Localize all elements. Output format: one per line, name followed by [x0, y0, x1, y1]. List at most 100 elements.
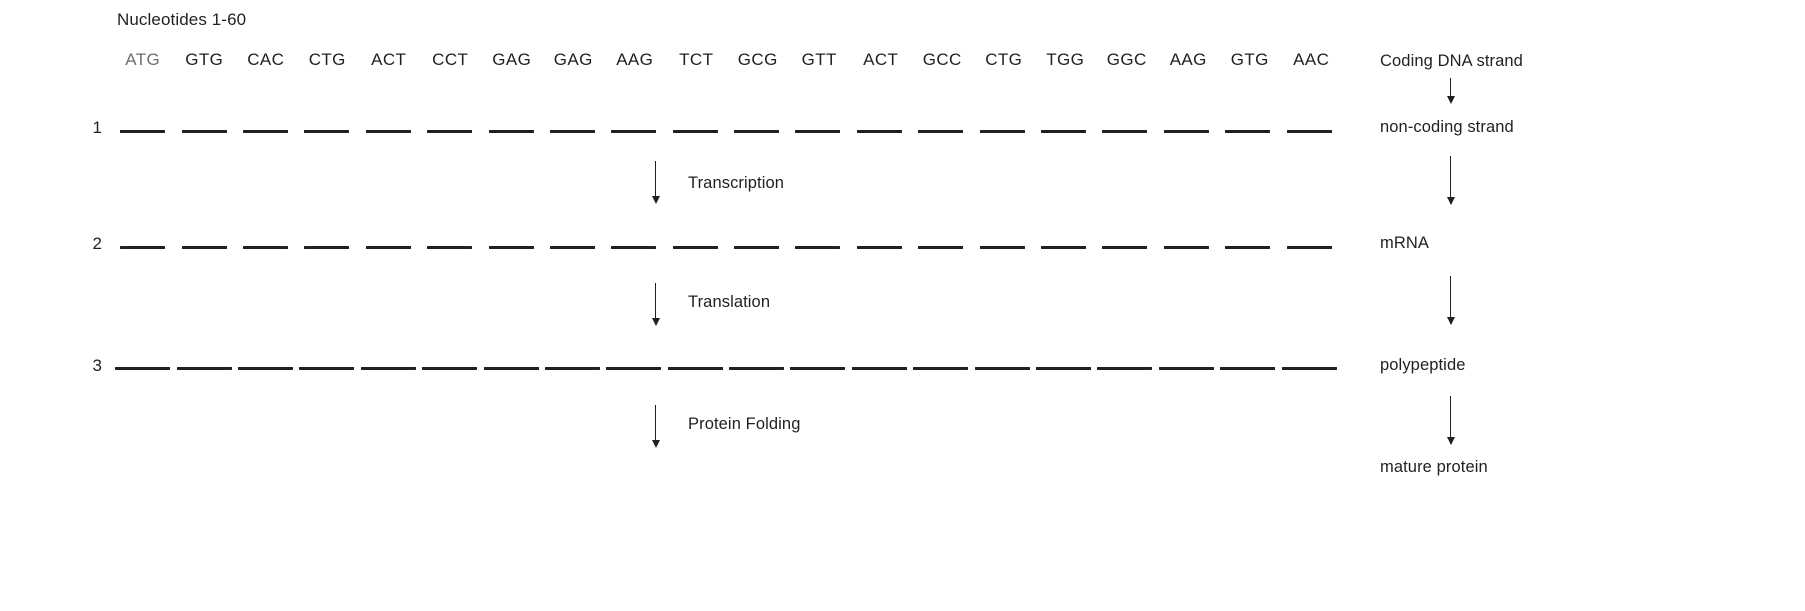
row-number-3: 3 [92, 356, 102, 375]
codon-17: GGC [1106, 50, 1147, 69]
strand-dash [1041, 245, 1087, 249]
strand-dash [237, 366, 293, 370]
dash-cell [358, 366, 419, 370]
strand-dash [672, 245, 718, 249]
dash-cell [480, 129, 541, 133]
strand-dash [488, 245, 534, 249]
right-arrow-1-line [1450, 78, 1451, 102]
strand-dash [422, 366, 478, 370]
strand-dash [1286, 129, 1332, 133]
right-arrow-4-head [1446, 437, 1455, 445]
strand-dash [611, 129, 657, 133]
strand-dash [304, 129, 350, 133]
codon-12: GTT [801, 50, 837, 69]
dash-cell [1278, 245, 1339, 249]
dash-cell [112, 129, 173, 133]
strand-dash [365, 245, 411, 249]
strand-dash [120, 129, 166, 133]
process-label-translation: Translation [688, 293, 771, 311]
dash-cell [173, 366, 234, 370]
dash-cell [603, 245, 664, 249]
strand-dash [365, 129, 411, 133]
dash-cell [665, 366, 726, 370]
strand-dash [427, 245, 473, 249]
codon-16: TGG [1046, 50, 1085, 69]
codon-20: AAC [1293, 50, 1330, 69]
right-arrow-1-head [1446, 96, 1455, 104]
strand-dash [176, 366, 232, 370]
codon-13: ACT [863, 50, 899, 69]
strand-dash [181, 245, 227, 249]
dash-cell [1033, 366, 1094, 370]
dash-cell [1033, 129, 1094, 133]
dash-cell [112, 366, 173, 370]
dash-cell [235, 366, 296, 370]
strand-dash [913, 366, 969, 370]
strand-dash [181, 129, 227, 133]
dash-cell [971, 245, 1032, 249]
dash-cell [1156, 245, 1217, 249]
strand-dash [1102, 129, 1148, 133]
codon-19: GTG [1230, 50, 1269, 69]
dash-cell [235, 245, 296, 249]
strand-dash [1158, 366, 1214, 370]
dash-cell [296, 366, 357, 370]
row-number-2: 2 [92, 234, 102, 253]
right-label-polypeptide: polypeptide [1380, 356, 1466, 374]
dash-cell [419, 366, 480, 370]
dash-cell [296, 245, 357, 249]
dash-cell [726, 366, 787, 370]
dash-cell [971, 366, 1032, 370]
codon-4: CTG [308, 50, 346, 69]
dash-cell [849, 129, 910, 133]
dash-cell [665, 245, 726, 249]
dash-cell [726, 245, 787, 249]
right-label-coding-dna-strand: Coding DNA strand [1380, 52, 1523, 70]
strand-dash [1036, 366, 1092, 370]
dash-cell [112, 245, 173, 249]
strand-dash [299, 366, 355, 370]
strand-dash [979, 245, 1025, 249]
strand-dash [1225, 129, 1271, 133]
dash-cell [542, 129, 603, 133]
dash-cell [1278, 129, 1339, 133]
process-label-transcription: Transcription [688, 174, 785, 192]
right-label-mature-protein: mature protein [1380, 458, 1488, 476]
dash-cell [542, 366, 603, 370]
strand-dash [1097, 366, 1153, 370]
strand-dash [979, 129, 1025, 133]
dash-cell [849, 366, 910, 370]
strand-dash [1102, 245, 1148, 249]
right-arrow-2-head [1446, 197, 1455, 205]
dash-cell [603, 129, 664, 133]
dash-cell [480, 366, 541, 370]
right-label-non-coding-strand: non-coding strand [1380, 118, 1514, 136]
strand-dash [672, 129, 718, 133]
dash-cell [910, 366, 971, 370]
codon-6: CCT [432, 50, 469, 69]
row-number-1: 1 [92, 118, 102, 137]
dash-cell [358, 129, 419, 133]
codon-18: AAG [1169, 50, 1207, 69]
codon-2: GTG [185, 50, 224, 69]
dash-cell [665, 129, 726, 133]
dash-cell [173, 129, 234, 133]
codon-10: TCT [679, 50, 714, 69]
dash-cell [419, 245, 480, 249]
codon-5: ACT [371, 50, 407, 69]
strand-dash [115, 366, 171, 370]
dash-cell [787, 129, 848, 133]
dash-cell [910, 245, 971, 249]
strand-dash [549, 245, 595, 249]
dash-cell [419, 129, 480, 133]
dash-cell [971, 129, 1032, 133]
strand-dash [606, 366, 662, 370]
strand-dash [304, 245, 350, 249]
strand-dash [611, 245, 657, 249]
dash-cell [1278, 366, 1339, 370]
strand-dash [1225, 245, 1271, 249]
codon-3: CAC [247, 50, 285, 69]
dash-cell [235, 129, 296, 133]
